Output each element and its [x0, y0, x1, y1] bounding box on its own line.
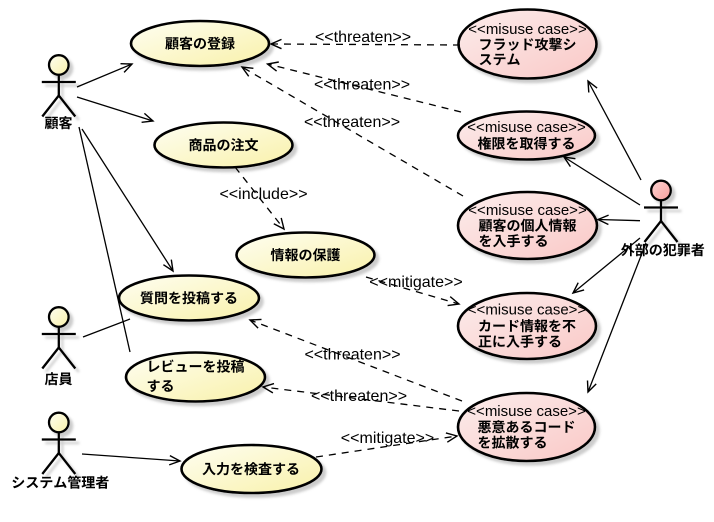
- svg-text:<<mitigate>>: <<mitigate>>: [369, 274, 462, 291]
- svg-text:<<threaten>>: <<threaten>>: [304, 347, 400, 364]
- svg-text:<<include>>: <<include>>: [219, 186, 307, 203]
- svg-text:<<misuse case>>: <<misuse case>>: [468, 302, 587, 319]
- svg-text:<<threaten>>: <<threaten>>: [311, 388, 407, 405]
- svg-text:<<threaten>>: <<threaten>>: [315, 29, 411, 46]
- svg-text:<<misuse case>>: <<misuse case>>: [468, 21, 587, 38]
- svg-text:<<misuse case>>: <<misuse case>>: [467, 119, 586, 136]
- svg-text:<<threaten>>: <<threaten>>: [314, 77, 410, 94]
- svg-text:<<threaten>>: <<threaten>>: [304, 114, 400, 131]
- svg-text:<<misuse case>>: <<misuse case>>: [468, 202, 587, 219]
- svg-text:<<misuse case>>: <<misuse case>>: [467, 403, 586, 420]
- svg-text:<<mitigate>>: <<mitigate>>: [341, 430, 434, 447]
